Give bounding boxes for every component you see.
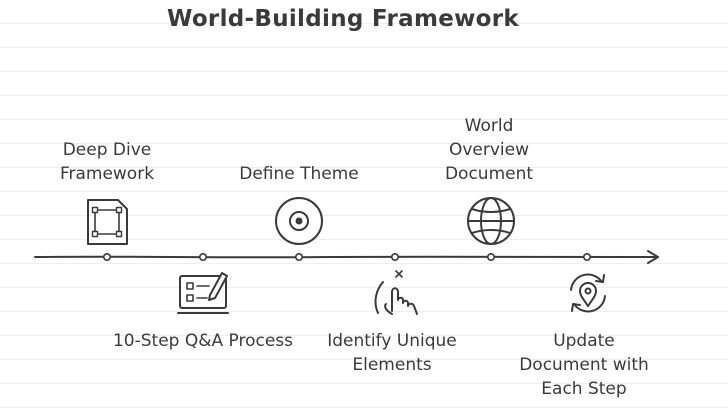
timeline-marker (486, 253, 495, 262)
step-label-line: Each Step (541, 379, 627, 399)
step-label-line: Framework (59, 164, 155, 184)
timeline-marker (390, 253, 399, 262)
step-label-line: 10-Step Q&A Process (112, 331, 294, 351)
target-icon (275, 197, 323, 245)
timeline-marker (199, 253, 208, 262)
step-label-line: World (464, 116, 514, 136)
step-label-line: Elements (352, 355, 432, 375)
step-label-update-document: Update Document with Each Step (484, 329, 684, 401)
step-label-line: Update (553, 331, 615, 351)
timeline-marker (582, 253, 591, 262)
step-label-identify-unique-elements: Identify Unique Elements (292, 329, 492, 377)
timeline-axis (34, 255, 656, 259)
step-label-define-theme: Define Theme (199, 162, 399, 186)
step-label-deep-dive-framework: Deep Dive Framework (7, 138, 207, 186)
step-label-line: Deep Dive (62, 140, 152, 160)
step-label-line: Document (444, 164, 534, 184)
step-label-world-overview-document: World Overview Document (389, 114, 589, 186)
globe-icon (467, 197, 515, 245)
refresh-location-icon (570, 273, 606, 313)
timeline-markers (103, 253, 591, 262)
timeline-marker (103, 253, 112, 262)
step-label-line: Overview (448, 140, 530, 160)
checklist-pencil-icon (177, 272, 229, 314)
step-label-line: Define Theme (239, 164, 359, 184)
timeline-marker (294, 253, 303, 262)
timeline-arrowhead (647, 250, 659, 264)
step-label-10-step-qa-process: 10-Step Q&A Process (103, 329, 303, 353)
step-label-line: Document with (519, 355, 649, 375)
diagram-title: World-Building Framework (166, 6, 519, 32)
step-label-line: Identify Unique (327, 331, 457, 351)
document-frame-icon (87, 199, 128, 245)
tap-hand-icon (374, 270, 418, 315)
